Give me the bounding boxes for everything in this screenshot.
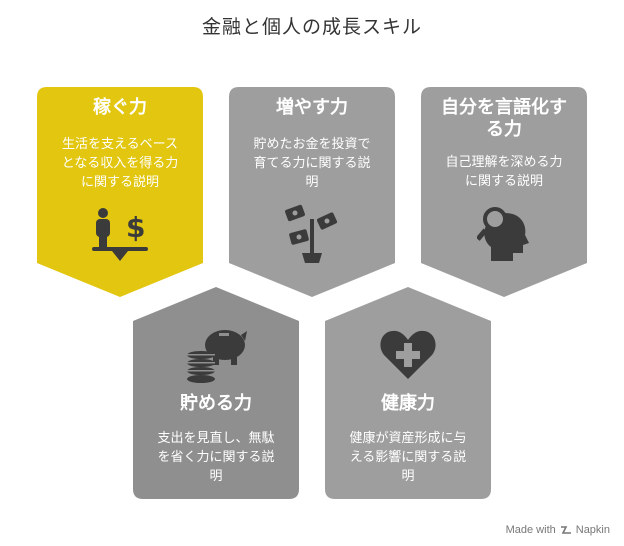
card-shape [421, 87, 587, 297]
heart-plus-icon [380, 330, 436, 379]
svg-text:$: $ [126, 211, 145, 244]
card-description: 生活を支えるベース となる収入を得る力 に関する説明 [61, 137, 179, 190]
card-growing: 増やす力 貯めたお金を投資で 育てる力に関する説 明 [229, 87, 395, 297]
card-description: 支出を見直し、無駄 を省く力に関する説 明 [157, 431, 275, 484]
card-description: 健康が資産形成に与 える影響に関する説 明 [349, 431, 467, 484]
card-earning: 稼ぐ力 生活を支えるベース となる収入を得る力 に関する説明 $ [37, 87, 203, 297]
card-shape [37, 87, 203, 297]
footer-credit: Made with Napkin [506, 524, 610, 536]
piggy-bank-coins-icon [187, 330, 247, 383]
napkin-brand: Napkin [575, 524, 610, 536]
card-description: 貯めたお金を投資で 育てる力に関する説 明 [253, 137, 371, 190]
card-heading: 自分を言語化す る力 [441, 97, 567, 140]
napkin-logo-icon [560, 526, 571, 534]
card-heading: 稼ぐ力 [93, 97, 147, 118]
card-shape [133, 287, 299, 499]
card-health: 健康力 健康が資産形成に与 える影響に関する説 明 [325, 287, 491, 499]
card-heading: 健康力 [381, 393, 435, 414]
card-description: 自己理解を深める力 に関する説明 [445, 155, 563, 189]
card-verbalizing: 自分を言語化す る力 自己理解を深める力 に関する説明 [421, 87, 587, 297]
card-heading: 貯める力 [180, 393, 252, 414]
card-shape [325, 287, 491, 499]
head-magnifier-icon [477, 207, 529, 261]
page-title: 金融と個人の成長スキル [201, 16, 422, 38]
card-heading: 増やす力 [276, 97, 348, 118]
made-with-label: Made with [505, 524, 556, 536]
card-shape [229, 87, 395, 297]
money-plant-icon [285, 204, 338, 263]
card-saving: 貯める力 支出を見直し、無駄 を省く力に関する説 明 [133, 287, 299, 499]
person-coin-balance-icon: $ [92, 208, 148, 261]
